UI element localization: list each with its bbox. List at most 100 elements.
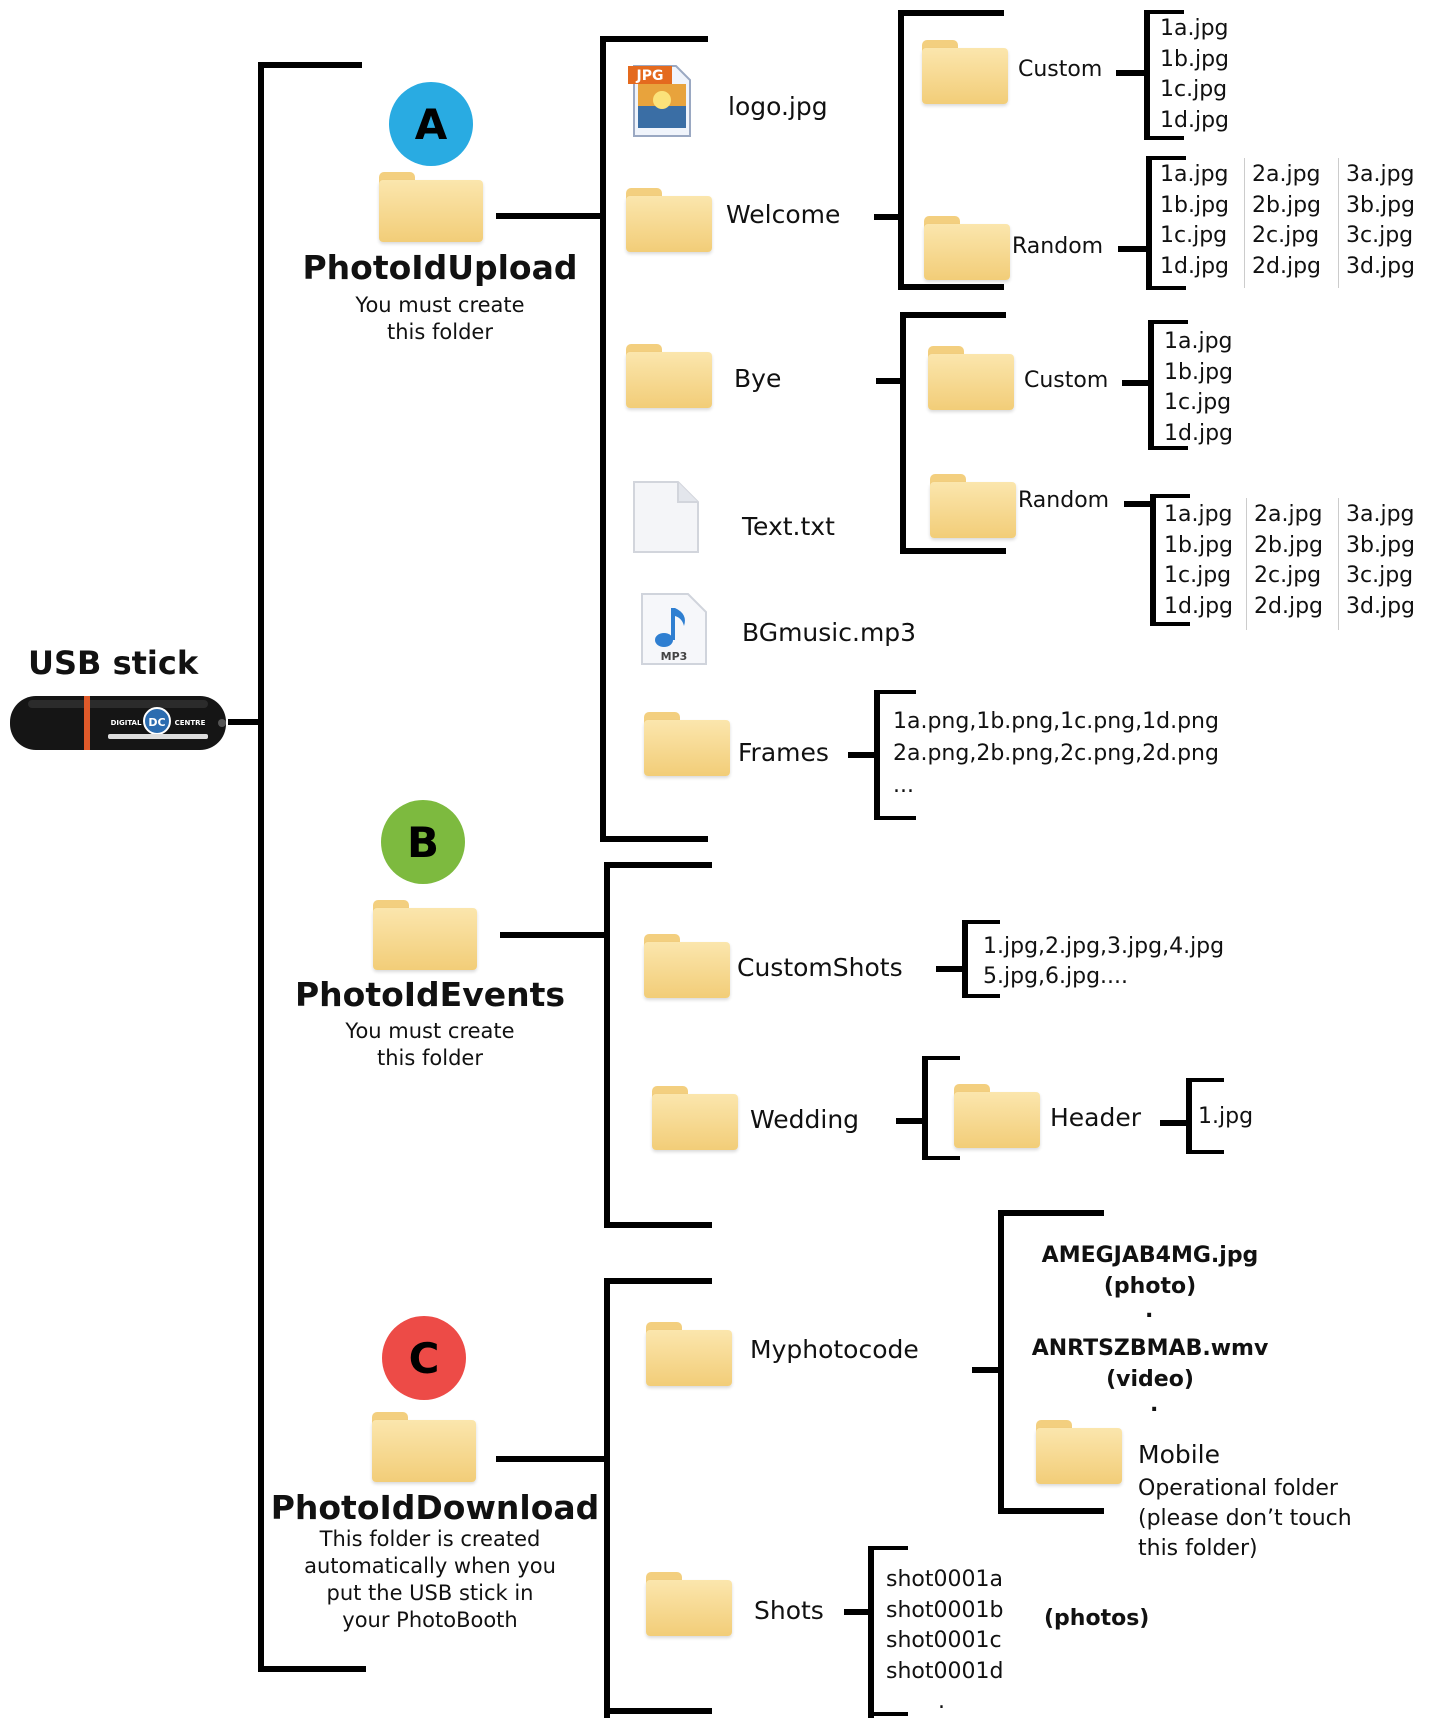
connector: [1186, 1078, 1224, 1082]
connector: [604, 862, 712, 868]
connector: [1146, 156, 1152, 290]
connector: [844, 1609, 872, 1615]
folder-icon: [646, 1322, 732, 1386]
connector: [604, 862, 610, 1228]
jpg-file-icon: JPG: [628, 62, 694, 140]
folder-icon: [928, 346, 1014, 410]
connector: [1144, 136, 1184, 140]
folder-custom: Custom: [1018, 57, 1103, 82]
folder-icon: [924, 216, 1010, 280]
connector: [496, 1456, 608, 1462]
photos-tag: (photos): [1044, 1606, 1150, 1631]
badge-b: B: [381, 800, 465, 884]
folder-header: Header: [1050, 1103, 1142, 1132]
divider: [1338, 158, 1339, 288]
connector: [998, 1210, 1004, 1514]
ellipsis-dot: .: [1145, 1298, 1154, 1323]
folder-customshots: CustomShots: [737, 953, 903, 982]
connector: [1148, 320, 1188, 324]
connector: [1148, 320, 1154, 450]
folder-icon: [626, 188, 712, 252]
folder-mobile: Mobile: [1138, 1440, 1221, 1469]
svg-text:DIGITAL: DIGITAL: [111, 719, 142, 727]
connector: [900, 548, 1006, 554]
folder-icon: [646, 1572, 732, 1636]
svg-text:CENTRE: CENTRE: [175, 719, 206, 727]
connector: [1186, 1078, 1192, 1154]
folder-icon: [644, 712, 730, 776]
connector: [898, 284, 1004, 290]
folder-custom: Custom: [1024, 368, 1109, 393]
connector: [898, 10, 1004, 16]
folder-random: Random: [1012, 234, 1104, 259]
mp3-badge: MP3: [661, 650, 688, 663]
connector: [874, 690, 880, 820]
divider: [1246, 498, 1247, 630]
connector: [600, 836, 708, 842]
folder-icon: [626, 344, 712, 408]
divider: [1338, 498, 1339, 630]
connector: [896, 1118, 926, 1124]
connector: [228, 719, 261, 725]
ellipsis-dot: .: [1150, 1392, 1159, 1417]
connector: [922, 1056, 928, 1160]
file-video: ANRTSZBMAB.wmv(video): [1031, 1336, 1269, 1392]
connector: [876, 378, 906, 384]
divider: [1244, 158, 1245, 288]
folder-icon: [954, 1084, 1040, 1148]
connector: [868, 1546, 908, 1550]
folder-icon: [652, 1086, 738, 1150]
connector: [258, 62, 362, 68]
connector: [922, 1156, 960, 1160]
connector: [1144, 10, 1184, 14]
folder-icon: [379, 172, 483, 242]
connector: [258, 1666, 366, 1672]
badge-a: A: [389, 82, 473, 166]
mp3-file-icon: MP3: [638, 590, 710, 668]
connector: [600, 36, 708, 42]
connector: [604, 1278, 610, 1718]
connector: [1148, 446, 1188, 450]
connector: [900, 312, 906, 554]
file-text-txt: Text.txt: [742, 512, 835, 541]
file-photo: AMEGJAB4MG.jpg(photo): [1041, 1243, 1259, 1299]
connector: [1150, 622, 1190, 626]
photoidupload-title: PhotoIdUpload: [302, 248, 578, 287]
connector: [998, 1508, 1104, 1514]
folder-icon: [1036, 1420, 1122, 1484]
usb-stick-label: USB stick: [28, 644, 199, 682]
folder-random: Random: [1018, 488, 1110, 513]
photoiddownload-title: PhotoIdDownload: [270, 1488, 600, 1527]
connector: [1116, 70, 1146, 76]
file-logo-jpg: logo.jpg: [728, 92, 828, 121]
folder-icon: [922, 40, 1008, 104]
connector: [848, 752, 878, 758]
connector: [898, 10, 904, 290]
connector: [922, 1056, 960, 1060]
connector: [500, 932, 608, 938]
connector: [900, 312, 1006, 318]
folder-frames: Frames: [738, 738, 829, 767]
connector: [1144, 10, 1150, 140]
connector: [604, 1278, 712, 1284]
connector: [258, 62, 264, 1672]
connector: [1150, 494, 1156, 626]
connector: [1150, 494, 1190, 498]
badge-c: C: [382, 1316, 466, 1400]
usb-stick-icon: DC DIGITAL CENTRE: [8, 690, 228, 756]
connector: [998, 1210, 1104, 1216]
connector: [1122, 380, 1152, 386]
jpg-badge: JPG: [636, 68, 664, 84]
